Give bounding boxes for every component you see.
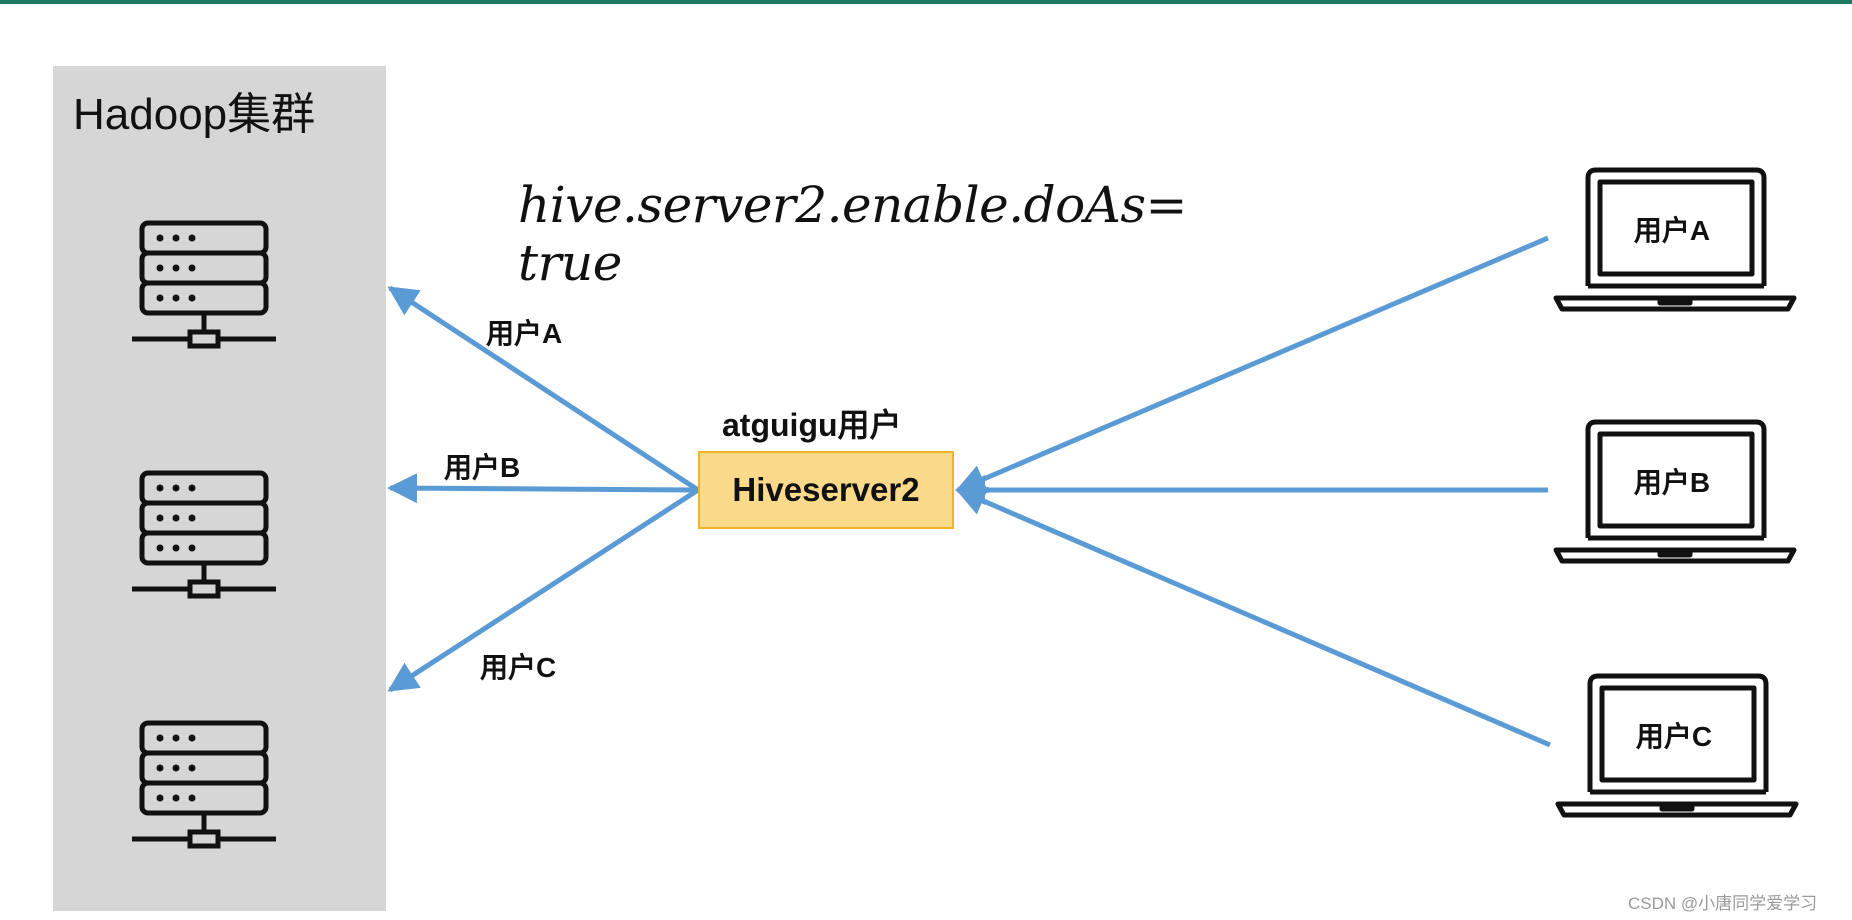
hadoop-cluster-panel xyxy=(53,66,386,911)
server-icon xyxy=(130,718,278,858)
client-label-user-a: 用户A xyxy=(1633,215,1711,246)
client-label-user-b: 用户B xyxy=(1633,467,1711,498)
edge-label-user-a: 用户A xyxy=(486,318,563,349)
top-accent-bar xyxy=(0,0,1852,4)
laptop-icon: 用户B xyxy=(1552,418,1798,568)
hiveserver2-label: Hiveserver2 xyxy=(732,471,920,508)
server-icon xyxy=(130,218,278,358)
config-text-line1: hive.server2.enable.doAs= xyxy=(518,176,1187,234)
watermark-text: CSDN @小唐同学爱学习 xyxy=(1628,894,1818,913)
edge-label-user-b: 用户B xyxy=(444,452,521,483)
arrow-hive-to-server-c xyxy=(387,487,700,693)
hiveserver-run-as-label: atguigu用户 xyxy=(722,407,902,443)
cluster-title: Hadoop集群 xyxy=(73,90,316,139)
laptop-icon: 用户C xyxy=(1554,672,1800,822)
arrow-hive-to-server-a xyxy=(387,285,700,493)
laptop-icon: 用户A xyxy=(1552,166,1798,316)
arrow-hive-to-server-b xyxy=(387,473,699,504)
arrow-client-a-to-hive xyxy=(955,235,1549,494)
config-text-line2: true xyxy=(518,234,622,292)
server-icon xyxy=(130,468,278,608)
client-label-user-c: 用户C xyxy=(1635,721,1713,752)
edge-label-user-c: 用户C xyxy=(480,652,557,683)
arrow-client-c-to-hive xyxy=(955,486,1551,748)
hiveserver2-box: Hiveserver2 xyxy=(698,451,954,529)
